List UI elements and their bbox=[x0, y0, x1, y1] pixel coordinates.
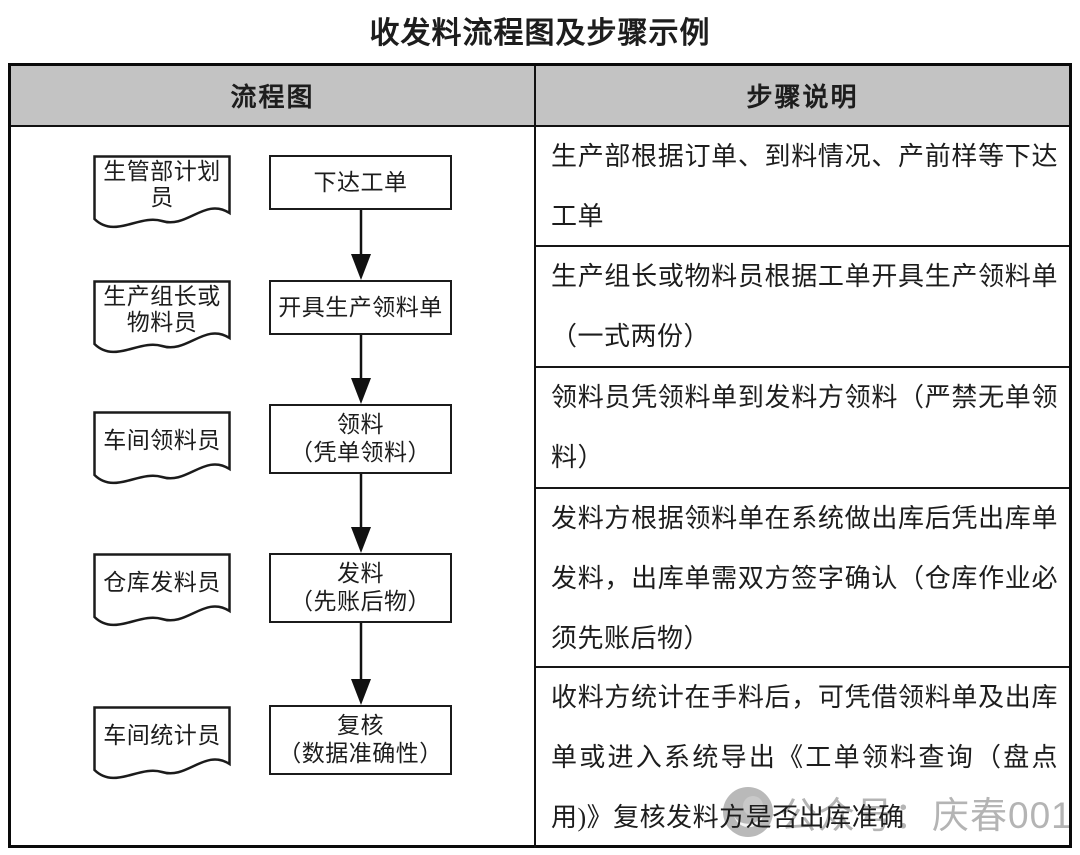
flow-role-label: 生产组长或 物料员 bbox=[103, 284, 221, 335]
flow-role-doc: 车间领料员 bbox=[93, 411, 231, 497]
flow-process-box: 领料 （凭单领料） bbox=[269, 404, 452, 474]
step-row: 生产部根据订单、到料情况、产前样等下达工单 bbox=[536, 127, 1069, 247]
column-header-flowchart: 流程图 bbox=[11, 66, 536, 127]
flow-role-label: 车间领料员 bbox=[103, 428, 221, 453]
flow-arrow-icon bbox=[351, 623, 371, 705]
flow-process-box: 发料 （先账后物） bbox=[269, 553, 452, 623]
step-row: 收料方统计在手料后，可凭借领料单及出库单或进入系统导出《工单领料查询（盘点用)》… bbox=[551, 683, 1058, 832]
flow-process-box: 复核 （数据准确性） bbox=[269, 705, 452, 775]
flow-process-box: 下达工单 bbox=[269, 155, 452, 210]
watermark-text: 公众号：庆春001 bbox=[780, 795, 1073, 836]
column-header-steps: 步骤说明 bbox=[536, 66, 1069, 127]
step-row: 生产组长或物料员根据工单开具生产领料单（一式两份） bbox=[536, 247, 1069, 368]
flow-role-doc: 车间统计员 bbox=[93, 706, 231, 792]
document-shape-icon bbox=[93, 411, 231, 485]
document-shape-icon bbox=[93, 706, 231, 780]
flowchart-cell: 生管部计划 员 生产组长或 物料员 车间领料员 仓库发料员 bbox=[11, 127, 536, 848]
flow-process-box: 开具生产领料单 bbox=[269, 280, 452, 335]
flow-arrow-icon bbox=[351, 335, 371, 404]
flow-role-label: 仓库发料员 bbox=[103, 570, 221, 595]
flow-role-doc: 仓库发料员 bbox=[93, 553, 231, 639]
document-shape-icon bbox=[93, 155, 231, 229]
page-title: 收发料流程图及步骤示例 bbox=[369, 17, 711, 50]
flow-arrow-icon bbox=[351, 474, 371, 553]
flow-role-doc: 生产组长或 物料员 bbox=[93, 280, 231, 366]
step-row: 领料员凭领料单到发料方领料（严禁无单领料） bbox=[536, 368, 1069, 489]
flow-role-doc: 生管部计划 员 bbox=[93, 155, 231, 241]
document-shape-icon bbox=[93, 280, 231, 354]
flow-role-label: 生管部计划 员 bbox=[103, 159, 221, 210]
document-shape-icon bbox=[93, 553, 231, 627]
watermark: 公众号：庆春001 bbox=[722, 784, 1073, 840]
flow-role-label: 车间统计员 bbox=[103, 723, 221, 748]
process-table: 流程图 步骤说明 生管部计划 员 生产组长或 物料员 车间领料 bbox=[8, 63, 1072, 848]
step-row: 发料方根据领料单在系统做出库后凭出库单发料，出库单需双方签字确认（仓库作业必须先… bbox=[536, 489, 1069, 668]
wechat-official-account-icon bbox=[723, 787, 773, 837]
flow-arrow-icon bbox=[351, 210, 371, 280]
